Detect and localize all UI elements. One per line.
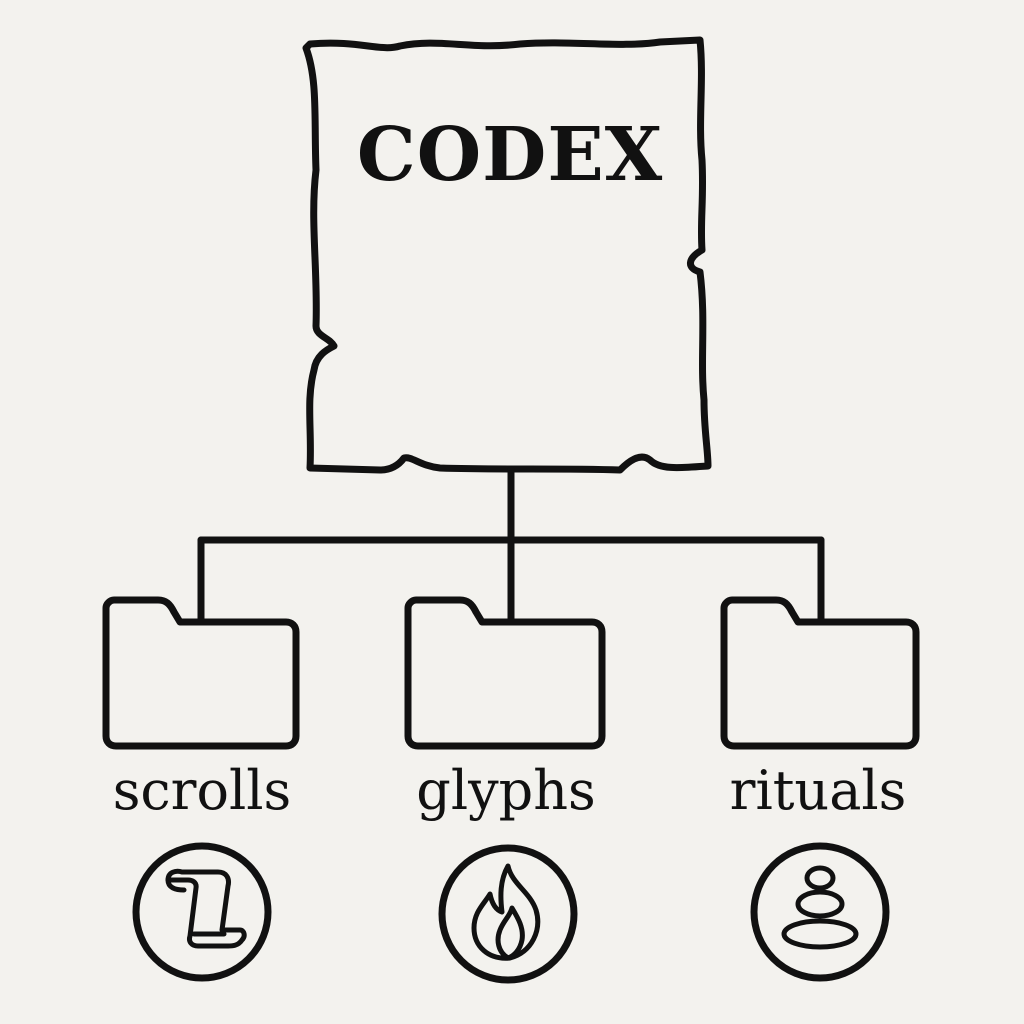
flame-icon (471, 863, 541, 961)
flame-badge (438, 844, 578, 984)
folder-icon (720, 596, 920, 750)
folder-scrolls[interactable] (106, 598, 296, 746)
codex-page-shape (302, 36, 712, 474)
folder-glyphs[interactable] (408, 598, 602, 746)
folder-icon (102, 596, 300, 750)
folder-rituals[interactable] (724, 598, 916, 746)
stones-badge (750, 842, 890, 982)
folder-label-glyphs: glyphs (416, 759, 596, 822)
scroll-badge (132, 842, 272, 982)
codex-title: CODEX (356, 112, 664, 198)
scroll-icon (165, 868, 247, 949)
folder-label-scrolls: scrolls (112, 759, 292, 822)
folder-icon (404, 596, 606, 750)
folder-label-rituals: rituals (729, 759, 907, 822)
stacked-stones-icon (781, 865, 859, 950)
